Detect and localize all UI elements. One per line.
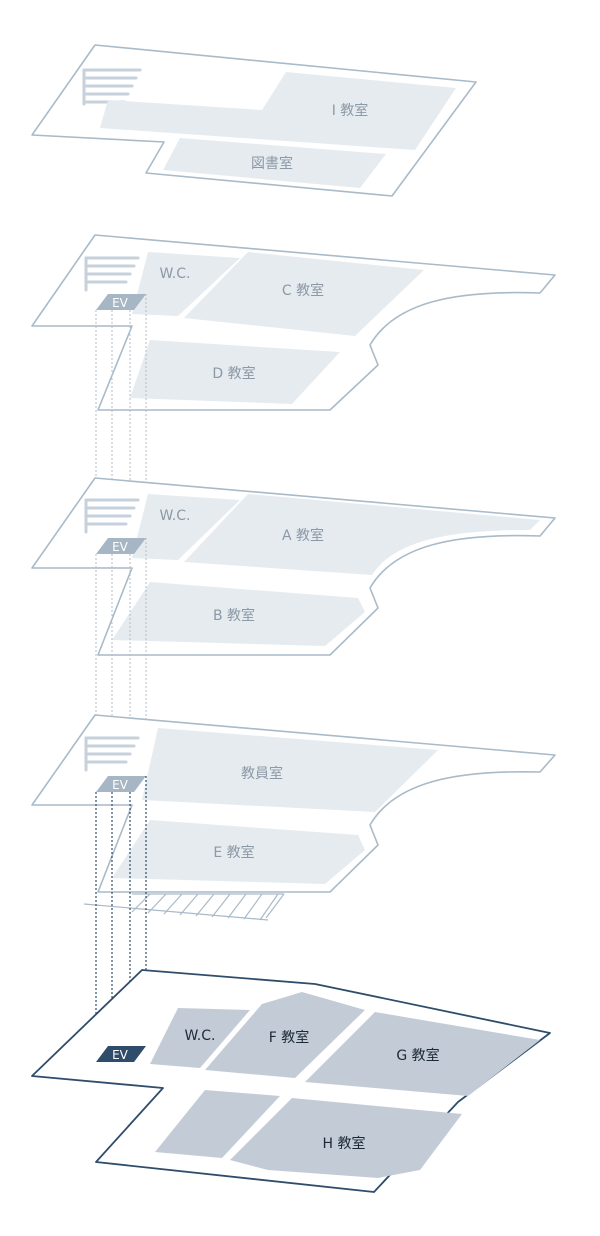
room-classroom-c — [184, 252, 424, 336]
exterior-stair — [83, 893, 285, 921]
label-classroom-e: E 教室 — [213, 844, 254, 861]
room-wc-1 — [150, 1008, 250, 1068]
floor-2-stairs — [84, 736, 140, 772]
label-classroom-i: I 教室 — [332, 102, 369, 119]
room-classroom-h-main — [230, 1098, 462, 1178]
room-wc-4 — [132, 252, 240, 316]
label-classroom-g: G 教室 — [396, 1047, 439, 1064]
floor-4: EV W.C. C 教室 D 教室 — [31, 234, 556, 411]
floor-2: EV 教員室 E 教室 — [31, 714, 556, 893]
ev-label-4: EV — [112, 296, 129, 310]
ev-1 — [96, 1046, 146, 1062]
floor-3: EV W.C. A 教室 B 教室 — [31, 477, 556, 656]
room-classroom-h — [155, 1090, 280, 1158]
ev-label-3: EV — [112, 540, 129, 554]
room-wc-3 — [132, 494, 240, 560]
room-library — [163, 138, 386, 188]
label-wc-1: W.C. — [185, 1028, 216, 1044]
ev-2 — [96, 776, 146, 792]
ev-label-1: EV — [112, 1048, 129, 1062]
label-classroom-d: D 教室 — [212, 365, 255, 382]
floor-3-stairs — [84, 498, 140, 534]
room-classroom-f — [205, 992, 365, 1078]
room-classroom-g — [305, 1012, 540, 1096]
room-classroom-i — [100, 72, 456, 150]
label-classroom-b: B 教室 — [213, 607, 255, 624]
room-classroom-e — [112, 820, 365, 884]
ev-3 — [96, 538, 146, 554]
room-classroom-b — [112, 582, 365, 646]
floor-top-stairs — [82, 68, 142, 106]
ev-4 — [96, 294, 146, 310]
ev-label-2: EV — [112, 778, 129, 792]
label-classroom-f: F 教室 — [269, 1029, 310, 1046]
floor-1: EV W.C. F 教室 G 教室 H 教室 — [31, 969, 551, 1193]
label-library: 図書室 — [251, 155, 293, 172]
label-classroom-c: C 教室 — [282, 282, 324, 299]
room-staff-room — [142, 728, 438, 812]
label-classroom-h: H 教室 — [323, 1135, 366, 1152]
room-classroom-a — [184, 494, 540, 575]
label-classroom-a: A 教室 — [282, 527, 324, 544]
floor-top: I 教室 図書室 — [31, 44, 477, 197]
label-wc-4: W.C. — [160, 266, 191, 282]
room-classroom-d — [130, 340, 340, 404]
label-wc-3: W.C. — [160, 508, 191, 524]
label-staff-room: 教員室 — [241, 765, 283, 782]
floor-4-stairs — [84, 256, 140, 292]
